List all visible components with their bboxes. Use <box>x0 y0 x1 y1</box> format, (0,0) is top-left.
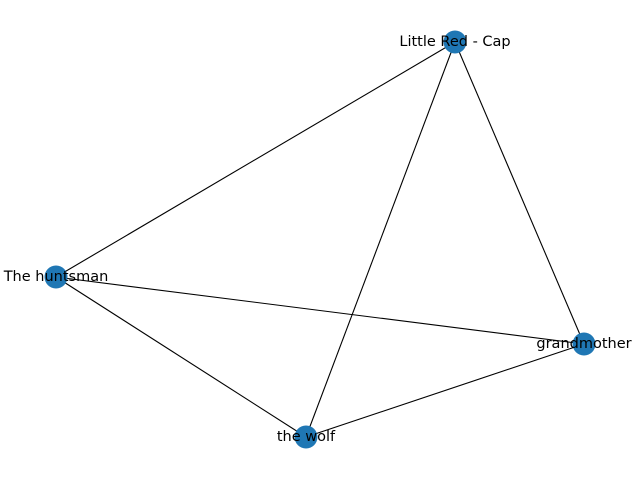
node-label-the-wolf: the wolf <box>277 429 336 445</box>
edge-little-red-cap-the-wolf <box>305 41 456 438</box>
edge-little-red-cap-grandmother <box>454 41 585 345</box>
edge-the-huntsman-grandmother <box>55 276 585 345</box>
node-little-red-cap <box>443 30 467 54</box>
node-grandmother <box>572 332 596 356</box>
edges-layer <box>55 41 585 438</box>
node-the-wolf <box>294 425 318 449</box>
edge-little-red-cap-the-huntsman <box>55 41 456 278</box>
node-label-little-red-cap: Little Red - Cap <box>399 34 510 50</box>
node-label-grandmother: grandmother <box>536 336 631 352</box>
node-label-the-huntsman: The huntsman <box>3 269 109 285</box>
edge-the-huntsman-the-wolf <box>55 276 307 438</box>
edge-the-wolf-grandmother <box>305 343 585 438</box>
node-the-huntsman <box>44 265 68 289</box>
nodes-layer <box>44 30 596 449</box>
